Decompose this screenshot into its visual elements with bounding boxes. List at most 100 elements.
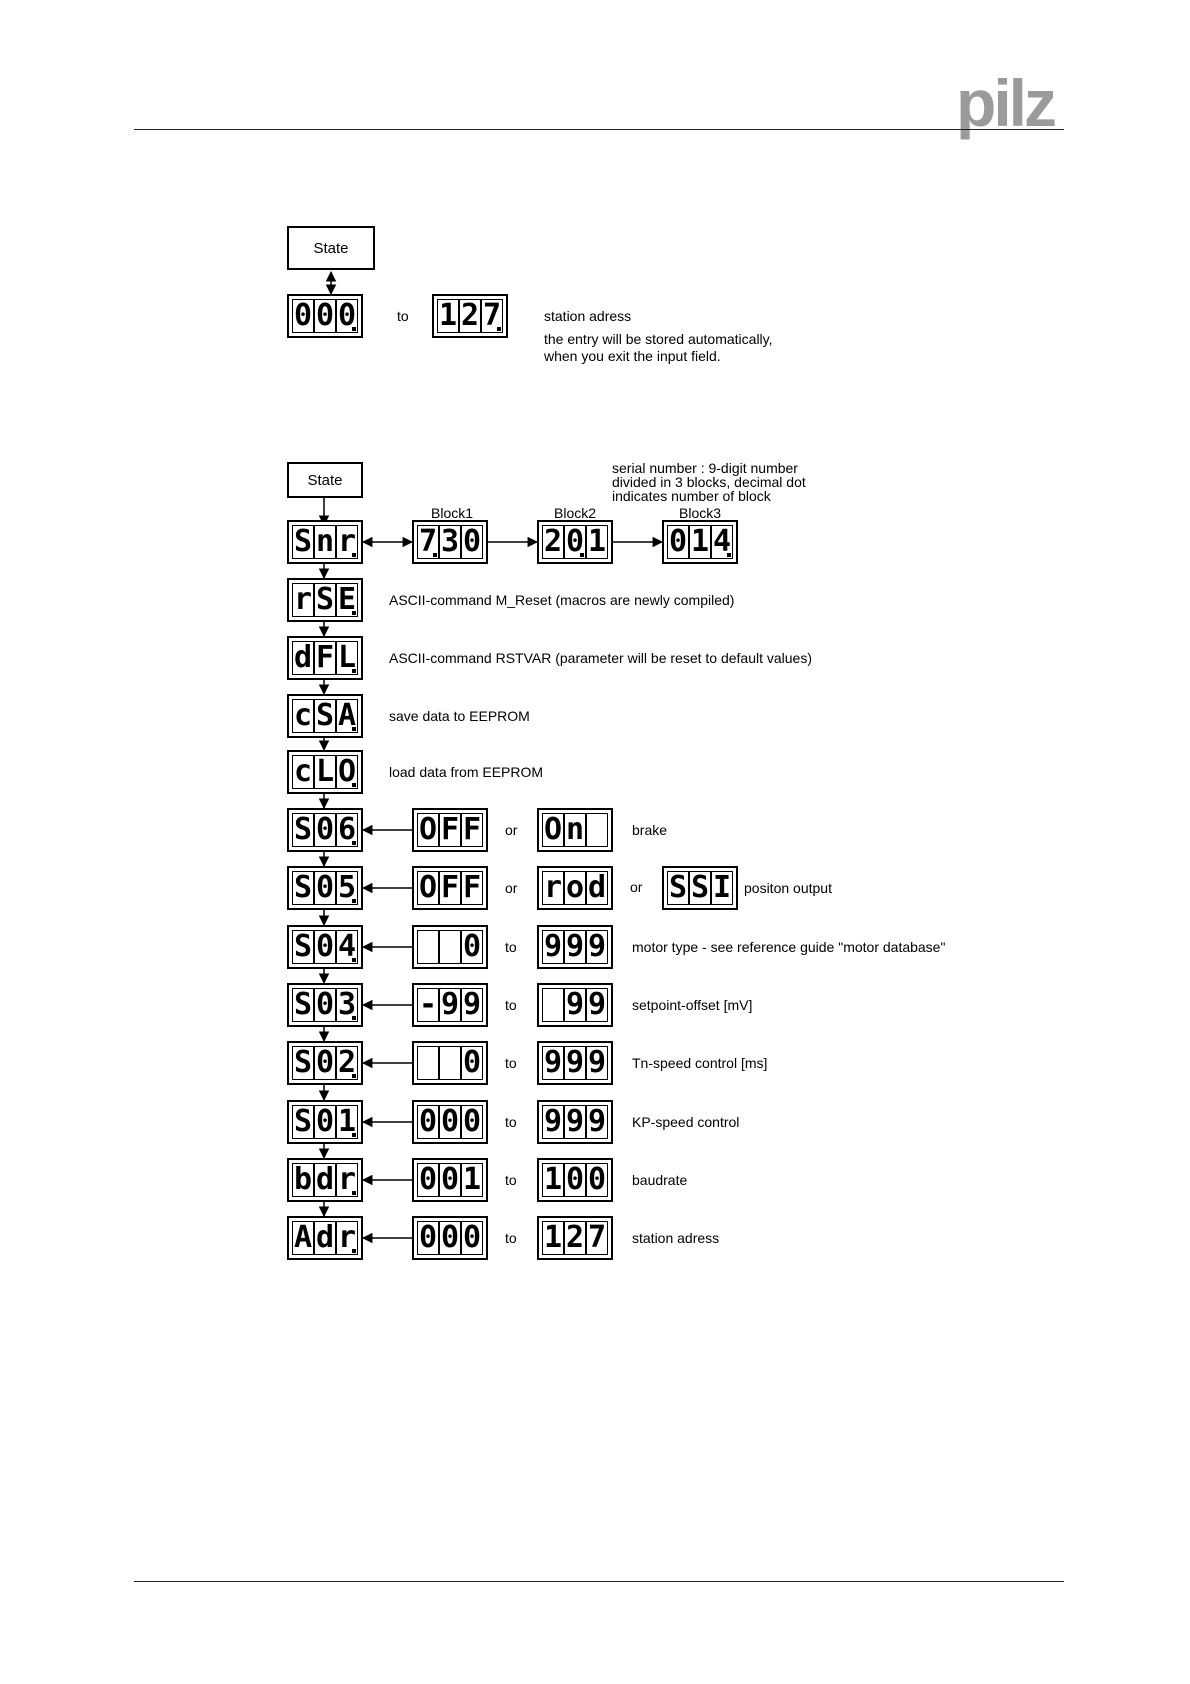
state-box-main[interactable]: State xyxy=(287,462,363,498)
digit: S xyxy=(292,870,314,905)
digit: E xyxy=(336,582,358,617)
range-connector: to xyxy=(505,1055,517,1071)
digit: 9 xyxy=(542,1104,564,1139)
digit: 1 xyxy=(586,524,608,559)
digit: 2 xyxy=(459,298,481,333)
digit: r xyxy=(542,870,564,905)
digit: S xyxy=(314,582,336,617)
digit: 3 xyxy=(439,524,461,559)
row-description: station adress xyxy=(632,1230,720,1246)
digit: o xyxy=(564,870,586,905)
digit: 9 xyxy=(586,1045,608,1080)
digit: 0 xyxy=(417,1220,439,1255)
state-box-top[interactable]: State xyxy=(287,226,375,270)
digit: 9 xyxy=(564,1045,586,1080)
state-label: State xyxy=(313,239,349,257)
digit: S xyxy=(314,698,336,733)
digit: 9 xyxy=(542,929,564,964)
row-description: baudrate xyxy=(632,1172,688,1188)
digit: S xyxy=(689,870,711,905)
digit: 4 xyxy=(711,524,733,559)
digit: 9 xyxy=(439,987,461,1022)
digit: 1 xyxy=(689,524,711,559)
digit: S xyxy=(292,929,314,964)
serial-note-3: indicates number of block xyxy=(612,488,771,504)
digit: 9 xyxy=(586,929,608,964)
digit: 5 xyxy=(336,870,358,905)
pilz-logo: pilz xyxy=(956,66,1057,140)
digit: 0 xyxy=(292,298,314,333)
digit: 2 xyxy=(542,524,564,559)
digit: 0 xyxy=(461,1045,483,1080)
digit: c xyxy=(292,754,314,789)
digit: O xyxy=(336,754,358,789)
digit: 0 xyxy=(336,298,358,333)
digit: r xyxy=(336,524,358,559)
row-description: brake xyxy=(632,822,668,838)
digit: d xyxy=(586,870,608,905)
block1-label: Block1 xyxy=(431,505,474,521)
digit: 0 xyxy=(314,987,336,1022)
digit: O xyxy=(542,812,564,847)
value-from-display: 0 xyxy=(412,925,488,969)
note-line-1: the entry will be stored automatically, xyxy=(544,331,773,347)
digit: L xyxy=(336,640,358,675)
digit: 0 xyxy=(564,524,586,559)
digit: 7 xyxy=(417,524,439,559)
row-description: ASCII-command RSTVAR (parameter will be … xyxy=(389,650,813,666)
digit: F xyxy=(461,870,483,905)
digit: 0 xyxy=(314,1104,336,1139)
menu-display-snr[interactable]: S n r xyxy=(287,520,363,564)
digit: d xyxy=(292,640,314,675)
digit: 0 xyxy=(417,1104,439,1139)
digit xyxy=(542,988,564,1022)
range-connector: to xyxy=(505,1230,517,1246)
digit: 9 xyxy=(542,1045,564,1080)
row-description: save data to EEPROM xyxy=(389,708,530,724)
row-description: positon output xyxy=(744,880,832,896)
digit: S xyxy=(667,870,689,905)
serial-note-1: serial number : 9-digit number xyxy=(612,460,798,476)
digit: L xyxy=(314,754,336,789)
digit: S xyxy=(292,812,314,847)
state-label: State xyxy=(307,471,343,489)
digit xyxy=(439,930,461,964)
digit: 2 xyxy=(336,1045,358,1080)
range-connector: or xyxy=(505,880,518,896)
digit: - xyxy=(417,987,439,1022)
digit: 0 xyxy=(439,1104,461,1139)
digit: S xyxy=(292,1045,314,1080)
digit: 1 xyxy=(336,1104,358,1139)
digit: A xyxy=(336,698,358,733)
digit: 9 xyxy=(461,987,483,1022)
digit xyxy=(439,1046,461,1080)
digit: 2 xyxy=(564,1220,586,1255)
row-description: setpoint-offset [mV] xyxy=(632,997,753,1013)
digit xyxy=(417,1046,439,1080)
row-description: KP-speed control xyxy=(632,1114,740,1130)
display-from: 0 0 0 xyxy=(287,294,363,338)
digit: d xyxy=(314,1220,336,1255)
digit: 0 xyxy=(439,1220,461,1255)
value-from-display: 0 xyxy=(412,1041,488,1085)
digit: 6 xyxy=(336,812,358,847)
digit: 9 xyxy=(564,987,586,1022)
digit xyxy=(417,930,439,964)
